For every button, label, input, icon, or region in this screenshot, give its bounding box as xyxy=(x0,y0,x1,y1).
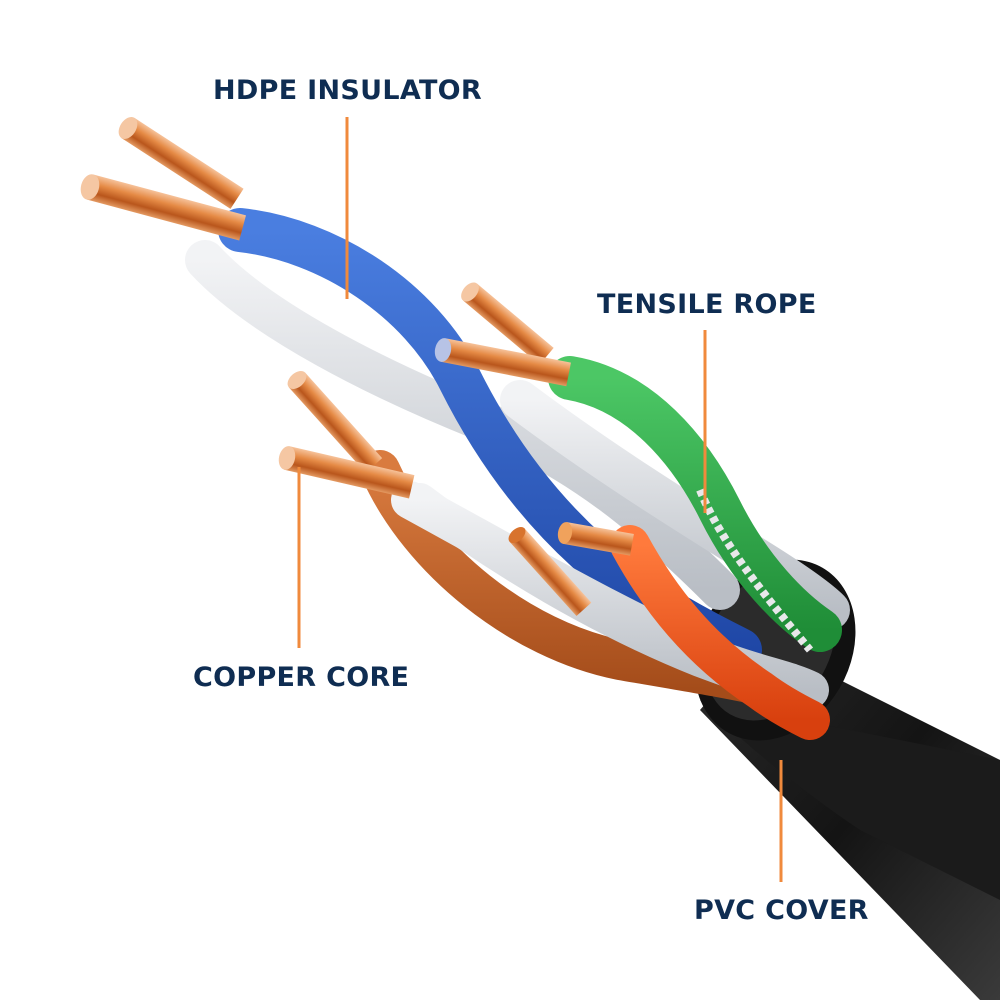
green-wire xyxy=(548,356,842,652)
jacket-body-lower xyxy=(700,700,1000,1000)
copper-conductor xyxy=(461,282,554,365)
wire-pair-orange xyxy=(391,481,830,740)
copper-conductor xyxy=(287,370,383,473)
label-copper-core: COPPER CORE xyxy=(193,662,410,693)
copper-conductor xyxy=(557,522,634,556)
copper-conductors xyxy=(80,117,634,617)
leader-lines xyxy=(297,117,783,882)
label-pvc-cover: PVC COVER xyxy=(694,895,869,926)
copper-conductor xyxy=(278,446,415,499)
label-tensile-rope: TENSILE ROPE xyxy=(597,289,817,320)
copper-conductor xyxy=(434,338,571,387)
copper-conductor xyxy=(118,117,244,209)
orange-wire xyxy=(610,525,830,740)
copper-conductor xyxy=(80,174,246,241)
label-hdpe-insulator: HDPE INSULATOR xyxy=(213,75,483,106)
copper-conductor xyxy=(508,526,592,617)
